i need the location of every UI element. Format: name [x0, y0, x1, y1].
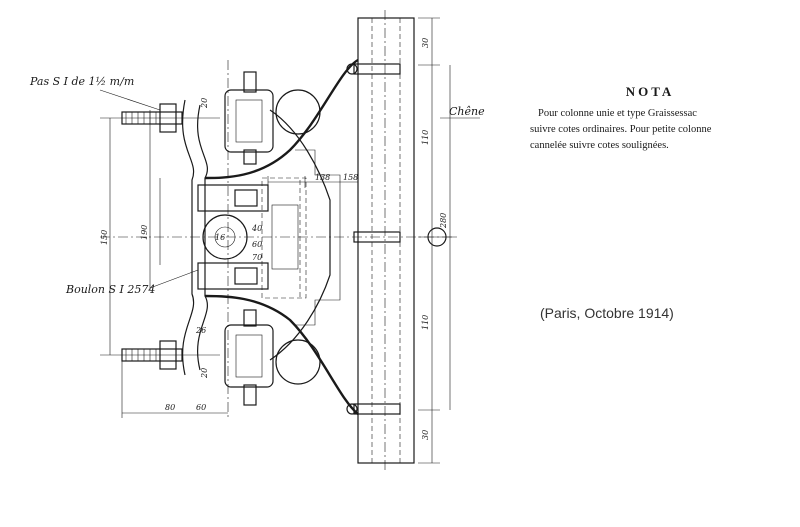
center-clamp: [197, 177, 307, 299]
dim-110-bot: 110: [421, 315, 430, 330]
nota-block: NOTA Pour colonne unie et type Graissess…: [530, 84, 770, 154]
nota-line-1: Pour colonne unie et type Graissessac: [538, 108, 697, 119]
dim-60b: 60: [252, 240, 262, 249]
dim-40: 40: [251, 224, 262, 233]
leaders: [99, 89, 480, 289]
dim-20-top: 20: [200, 98, 209, 109]
dim-60: 60: [196, 403, 206, 412]
right-dimension-lines: [418, 17, 455, 464]
nota-line-3: cannelée suivre cotes soulignées.: [530, 140, 669, 151]
chene-label: Chêne: [449, 105, 485, 118]
beam-bolts: [346, 63, 447, 415]
technical-drawing: Pas S I de 1½ m/m Boulon S I 2574 Chêne …: [29, 10, 485, 470]
nota-line-2: suivre cotes ordinaires. Pour petite col…: [530, 124, 712, 135]
dim-30-top: 30: [421, 38, 430, 48]
dim-150: 150: [100, 230, 109, 245]
dim-70: 70: [252, 253, 262, 262]
dim-158: 158: [343, 173, 358, 182]
dim-190: 190: [140, 225, 149, 240]
threaded-rods: [121, 103, 183, 370]
dim-110-top: 110: [421, 130, 430, 145]
oak-beam: [357, 17, 415, 464]
nota-title: NOTA: [625, 84, 675, 99]
dim-138: 138: [315, 173, 330, 182]
pas-label: Pas S I de 1½ m/m: [29, 75, 134, 88]
lower-fitting: [224, 309, 321, 406]
centerlines: [100, 10, 460, 470]
dim-80: 80: [165, 403, 175, 412]
boulon-label: Boulon S I 2574: [65, 283, 155, 296]
dim-20-bot: 20: [200, 368, 209, 379]
dim-280: 280: [439, 213, 448, 229]
dim-16: 16: [215, 233, 225, 242]
place-date: (Paris, Octobre 1914): [540, 305, 674, 321]
dim-26: 26: [195, 326, 206, 335]
upper-fitting: [224, 71, 321, 165]
dim-30-bot: 30: [421, 430, 430, 440]
